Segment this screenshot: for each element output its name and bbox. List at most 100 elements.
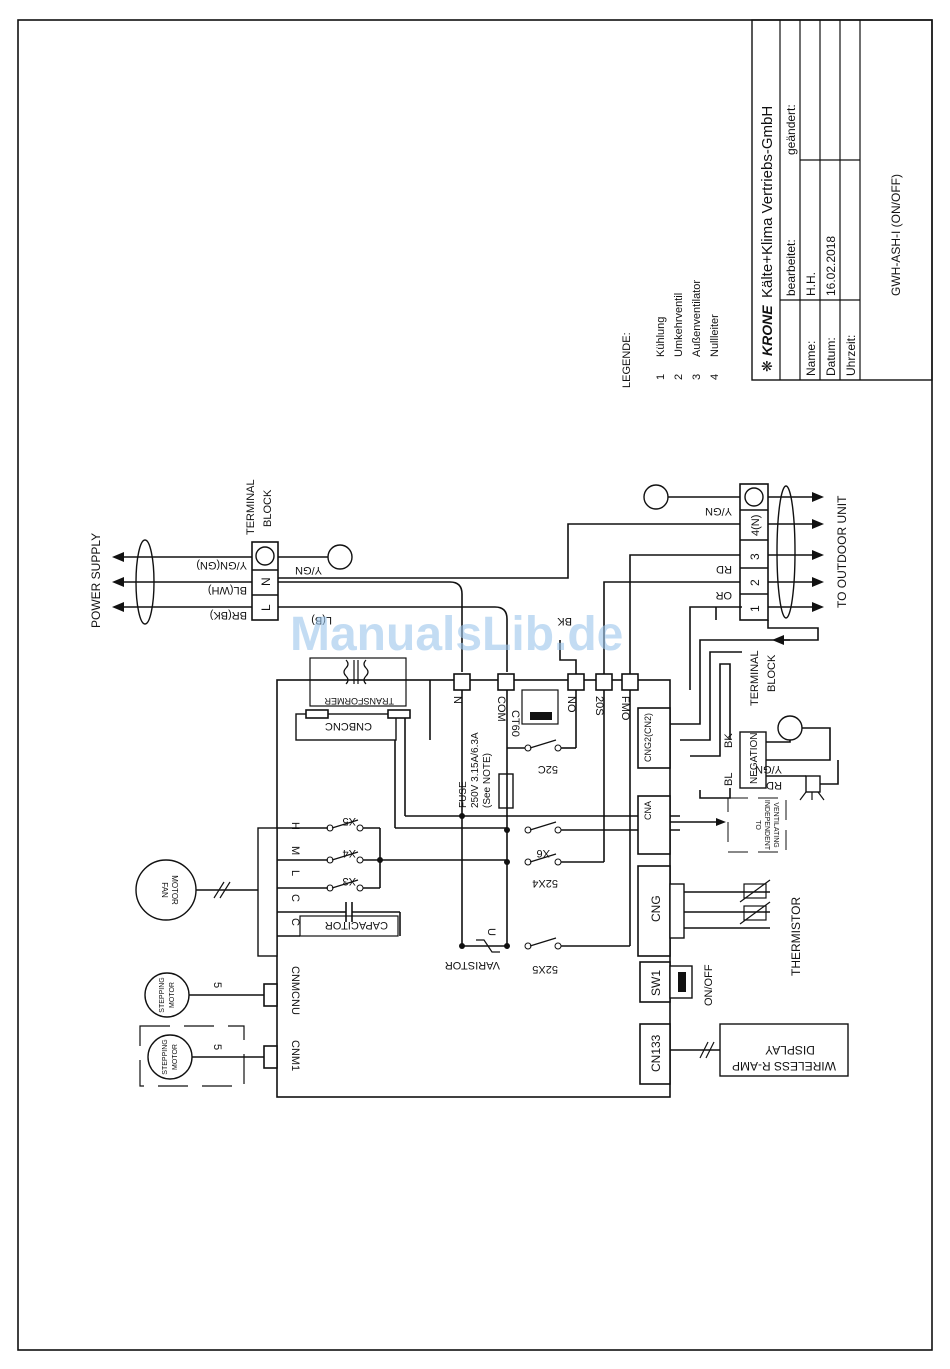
display-label-1: DISPLAY [765,1043,815,1057]
wire-ground-label: Y/GN(GN) [196,559,247,571]
cng-label: CNG [649,895,663,922]
fmo-connector [621,673,639,691]
ionizer-icon [805,775,821,793]
ground-icon [255,546,275,566]
fan-m-label: M [289,846,301,855]
fuse-label-3: (See NOTE) [482,753,493,808]
arrow-icon [112,602,124,612]
transformer: TRANSFORMER [309,657,407,707]
thermistor-icon [743,905,767,921]
wire-l-label: BR(BK) [210,609,247,621]
legend-item-1-num: 1 [655,374,667,380]
brand-name: KRONE [759,305,775,356]
fan-c1-label: C [289,894,301,902]
cnmcnu-label: CNMCNU [289,966,301,1015]
legend-item-2-text: Umkehrventil [673,293,685,357]
legend-item-3-num: 3 [691,374,703,380]
cable-bundle-icon [776,485,796,619]
arrow-icon [812,519,824,529]
arrow-icon [812,492,824,502]
to-vent-label-3: VENTILATING [772,802,779,847]
arrow-icon [812,602,824,612]
legend-item-3-text: Außenventilator [691,280,703,357]
negation-yg-label: Y/GN [755,763,782,775]
watermark: ManualsLib.de [290,608,623,661]
display-label-2: WIRELESS R-AMP [732,1059,836,1073]
power-supply-label: POWER SUPPLY [89,533,103,628]
company-name: Kälte+Klima Vertriebs-GmbH [759,106,776,298]
capacitor-box [299,915,399,937]
outdoor-terminal-2: 2 [748,579,762,586]
title-block: ❋ KRONE Kälte+Klima Vertriebs-GmbH bearb… [751,19,933,381]
terminal-block-label-2: BLOCK [262,489,274,527]
fan-l-label: L [289,870,301,876]
fuse [498,773,514,809]
datum-label: Datum: [824,337,838,376]
52x4-label: 52X4 [532,877,558,889]
fmo-label: FMO [619,696,631,721]
arrow-icon [772,635,784,645]
cna-label: CNA [643,801,653,820]
fan-h-label: H [289,822,301,830]
bearbeitet-label: bearbeitet: [784,239,798,296]
arrow-icon [812,550,824,560]
n-connector [453,673,471,691]
cnbcnc-label: CNBCNC [325,720,372,732]
negation-bl-label: BL [723,773,735,786]
20s-connector [595,673,613,691]
arrow-icon [716,818,726,826]
52x5-label: 52X5 [532,963,558,975]
negation-bk-label: BK [723,733,735,748]
ground-label: Y/GN [295,564,322,576]
cable-bundle-icon [135,539,155,625]
geaendert-label: geändert: [784,104,798,155]
fan-relays: X5 X4 X3 [277,815,507,913]
legend-heading: LEGENDE: [621,332,633,388]
term-n: N [259,577,273,586]
legend-item-4-text: Nullleiter [709,314,721,357]
ground-icon [777,715,803,741]
to-outdoor-label: TO OUTDOOR UNIT [835,495,849,608]
stepping-motor-1-label-1: STEPPING [159,977,166,1012]
n-label: N [451,696,463,704]
outdoor-wire-or: OR [715,589,732,601]
sw1-label: SW1 [649,970,663,996]
fuse-label-2: 250V 3.15A/6.3A [470,732,481,808]
52c-label: 52C [538,763,558,775]
legend-item-1-text: Kühlung [655,317,667,357]
capacitor-label: CAPACITOR [325,919,388,931]
varistor-label: VARISTOR [445,959,500,971]
arrow-icon [812,577,824,587]
x5-label: X5 [343,815,356,827]
x3-label: X3 [343,875,356,887]
negation-label: NEGATION [749,733,760,784]
name-value: H.H. [804,272,818,296]
power-supply-section: POWER SUPPLY Y/GN(GN) BL(WH) BR(BK) N L … [89,479,572,628]
datum-value: 16.02.2018 [824,236,838,296]
on-off-label: ON/OFF [703,964,715,1006]
stepping-motor-icon [147,1034,193,1080]
arrow-icon [112,552,124,562]
x4-label: X4 [343,847,356,859]
five-a: 5 [211,982,223,988]
krone-logo-icon: ❋ [759,360,775,372]
cna-connector [637,795,671,855]
legend-item-2-num: 2 [673,374,685,380]
fan-motor-label-1: FAN [160,882,169,898]
name-label: Name: [804,341,818,376]
thermistor-label: THERMISTOR [789,897,803,976]
sw1-connector [639,961,671,1003]
negation-rd-label: RD [766,779,782,791]
cn133-label: CN133 [649,1034,663,1072]
cnmcnu-connector [263,983,278,1007]
no-connector [567,673,585,691]
ground-icon [744,487,764,507]
ground-icon [327,544,353,570]
legend-item-4-num: 4 [709,374,721,380]
outdoor-terminal-block-label-1: TERMINAL [749,650,761,706]
fan-c2-label: C [289,918,301,926]
cng2-label: CNG2(CN2) [643,713,653,762]
outdoor-wire-rd: RD [716,563,732,575]
legend: LEGENDE: 1 Kühlung 2 Umkehrventil 3 Auße… [621,280,721,388]
